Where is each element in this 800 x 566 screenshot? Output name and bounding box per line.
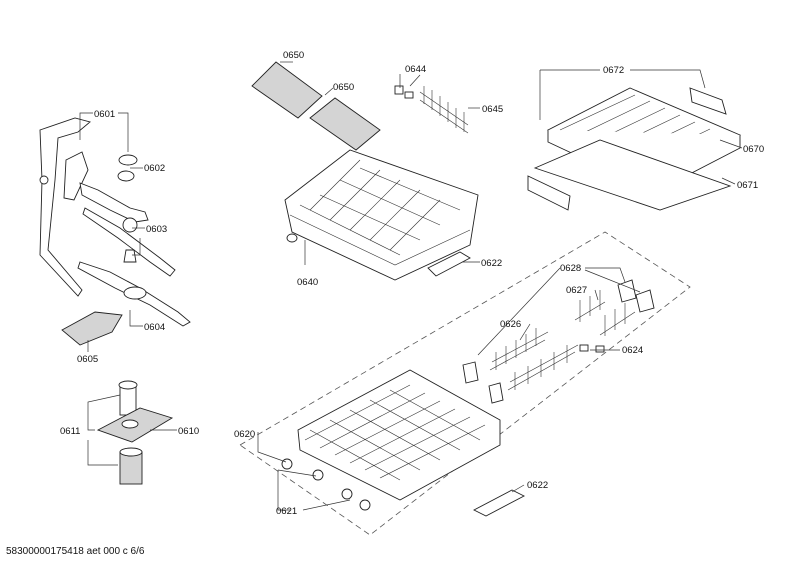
label-0670: 0670	[743, 144, 764, 155]
tray-rail-0671	[533, 139, 732, 211]
label-0622-lower: 0622	[527, 480, 548, 491]
label-0672: 0672	[603, 65, 624, 76]
label-0645: 0645	[482, 104, 503, 115]
label-0627: 0627	[566, 285, 587, 296]
label-0640: 0640	[297, 277, 318, 288]
handle-0622-upper	[427, 251, 471, 277]
tine-rack-lower	[507, 344, 579, 391]
spray-arm-filter-plate	[61, 311, 123, 346]
label-0604: 0604	[144, 322, 165, 333]
tray-end-piece	[527, 175, 571, 211]
leader-lines	[79, 61, 743, 511]
label-0644: 0644	[405, 64, 426, 75]
spray-arm-nut	[117, 154, 138, 182]
part-labels: 0601 0602 0603 0604 0605 0611 0610 0650 …	[60, 50, 764, 517]
clip-0644	[394, 85, 414, 99]
cup-rack-pair	[251, 61, 381, 151]
label-0650-first: 0650	[283, 50, 304, 61]
label-0605: 0605	[77, 354, 98, 365]
label-0621: 0621	[276, 506, 297, 517]
document-id: 58300000175418 aet 000 c 6/6	[6, 546, 145, 557]
label-0601: 0601	[94, 109, 115, 120]
label-0620: 0620	[234, 429, 255, 440]
label-0622-upper: 0622	[481, 258, 502, 269]
holder-0624	[579, 344, 605, 353]
label-0611: 0611	[60, 426, 80, 437]
filter-assembly	[96, 380, 174, 485]
tine-row-0645	[419, 86, 469, 134]
holder-0628	[462, 279, 655, 404]
upper-basket	[284, 149, 479, 281]
spray-arm-supply-pipe	[39, 117, 91, 297]
label-0603: 0603	[146, 224, 167, 235]
label-0626: 0626	[500, 319, 521, 330]
spray-arm-lower	[77, 261, 191, 327]
label-0671: 0671	[737, 180, 758, 191]
handle-0622-lower	[473, 489, 525, 517]
tine-rack-0627	[574, 290, 636, 336]
label-0602: 0602	[144, 163, 165, 174]
spray-arm-upper	[79, 182, 176, 277]
label-0628: 0628	[560, 263, 581, 274]
tray-slide-0672	[689, 87, 727, 115]
label-0610: 0610	[178, 426, 199, 437]
lower-basket	[297, 369, 501, 501]
label-0624: 0624	[622, 345, 643, 356]
tine-rack-0626	[489, 328, 549, 371]
label-0650-second: 0650	[333, 82, 354, 93]
